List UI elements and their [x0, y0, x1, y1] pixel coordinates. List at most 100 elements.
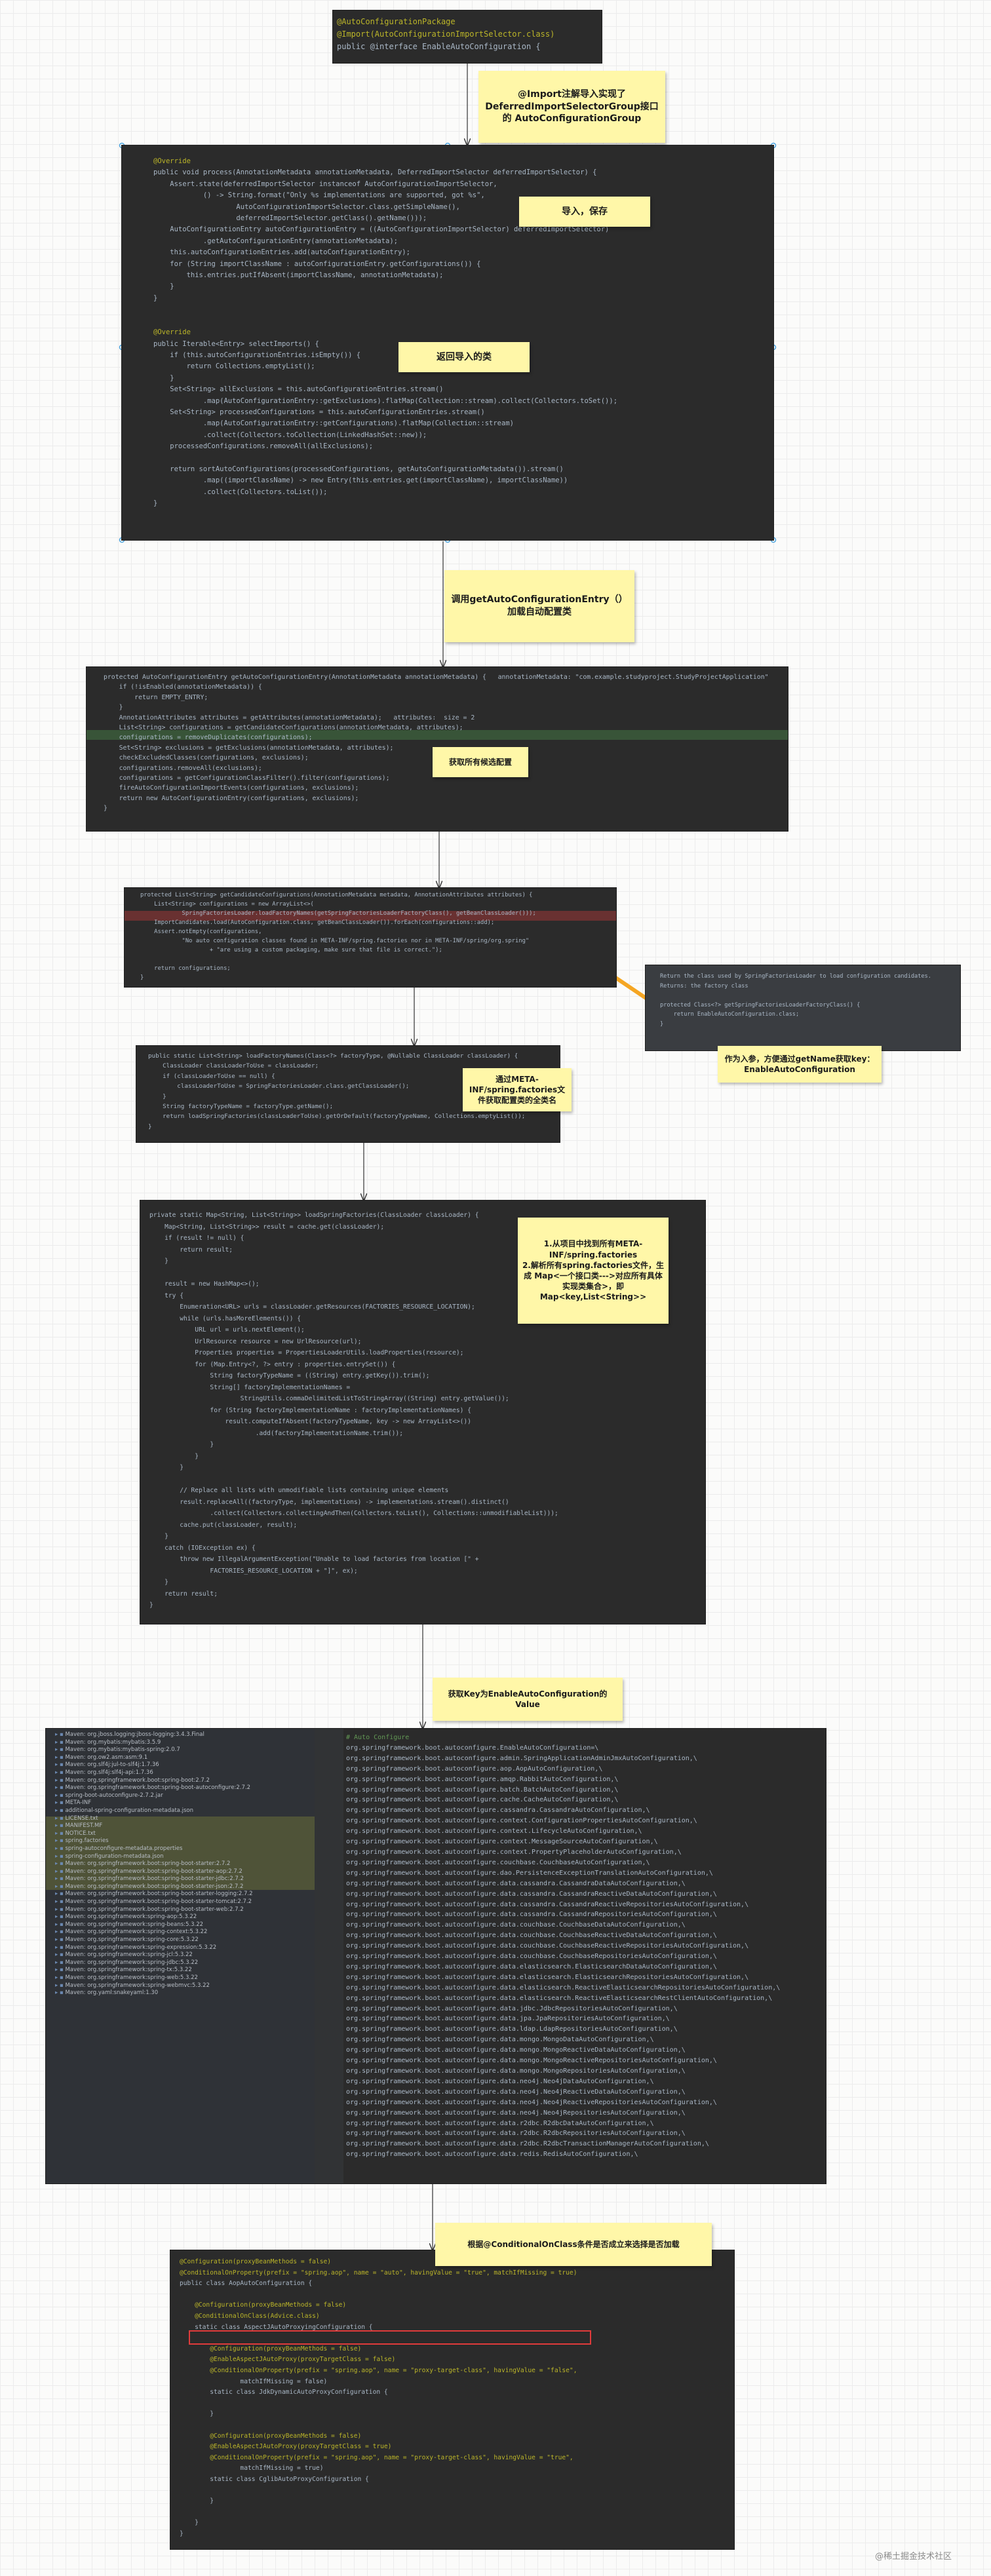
code-line: org.springframework.boot.autoconfigure.c…	[346, 1828, 642, 1836]
tree-row[interactable]: Maven: org.springframework.boot:spring-b…	[46, 1875, 315, 1883]
code-line: org.springframework.boot.autoconfigure.d…	[346, 1869, 713, 1877]
tree-row[interactable]: Maven: org.springframework.boot:spring-b…	[46, 1784, 315, 1792]
code-line: StringUtils.commaDelimitedListToStringAr…	[149, 1395, 509, 1402]
code-line: }	[660, 1020, 664, 1028]
code-line: @ConditionalOnProperty(prefix = "spring.…	[180, 2269, 577, 2277]
code-line: checkExcludedClasses(configurations, exc…	[104, 754, 309, 762]
code-line: Assert.state(deferredImportSelector inst…	[153, 180, 497, 188]
tree-row[interactable]: Maven: org.springframework.boot:spring-b…	[46, 1898, 315, 1906]
tree-row[interactable]: Maven: org.jboss.logging:jboss-logging:3…	[46, 1731, 315, 1739]
tree-row[interactable]: Maven: org.slf4j:jul-to-slf4j:1.7.36	[46, 1761, 315, 1769]
tree-row[interactable]: Maven: org.springframework:spring-expres…	[46, 1944, 315, 1952]
tree-row[interactable]: Maven: org.springframework.boot:spring-b…	[46, 1868, 315, 1876]
tree-row[interactable]: Maven: org.springframework:spring-jcl:5.…	[46, 1951, 315, 1959]
tree-row[interactable]: Maven: org.springframework:spring-jdbc:5…	[46, 1959, 315, 1967]
tree-row[interactable]: NOTICE.txt	[46, 1830, 315, 1838]
code-line: Enumeration<URL> urls = classLoader.getR…	[149, 1303, 475, 1311]
code-line	[180, 2420, 725, 2431]
code-line	[153, 316, 742, 327]
code-line: UrlResource resource = new UrlResource(u…	[149, 1337, 362, 1345]
code-line: org.springframework.boot.autoconfigure.a…	[346, 1754, 697, 1762]
code-line: }	[153, 294, 158, 302]
code-line: }	[153, 499, 158, 508]
code-line: "No auto configuration classes found in …	[140, 938, 530, 944]
tree-row[interactable]: Maven: org.springframework:spring-beans:…	[46, 1921, 315, 1929]
tree-row[interactable]: Maven: org.mybatis:mybatis-spring:2.0.7	[46, 1746, 315, 1754]
project-tree: Maven: org.jboss.logging:jboss-logging:3…	[46, 1729, 315, 2183]
code-line: .collect(Collectors.toCollection(LinkedH…	[153, 431, 427, 439]
tree-row[interactable]: Maven: org.springframework.boot:spring-b…	[46, 1777, 315, 1785]
conditional-highlight-box	[189, 2330, 591, 2345]
tree-row[interactable]: spring-boot-autoconfigure-2.7.2.jar	[46, 1792, 315, 1800]
code-line: .map(AutoConfigurationEntry::getConfigur…	[153, 419, 514, 428]
code-line: public static List<String> loadFactoryNa…	[148, 1052, 518, 1060]
tree-row[interactable]: META-INF	[46, 1799, 315, 1807]
note-get-class-names: 通过META-INF/spring.factories文件获取配置类的全类名	[463, 1068, 572, 1111]
code-line: org.springframework.boot.autoconfigure.d…	[346, 1932, 717, 1940]
code-line: Properties properties = PropertiesLoader…	[149, 1349, 464, 1356]
code-line: ImportCandidates.load(AutoConfiguration.…	[140, 919, 495, 926]
tree-row[interactable]: spring-autoconfigure-metadata.properties	[46, 1845, 315, 1853]
code-line: static class CglibAutoProxyConfiguration…	[180, 2475, 369, 2483]
code-line: # Auto Configure	[346, 1734, 410, 1741]
tree-row[interactable]: spring-configuration-metadata.json	[46, 1853, 315, 1861]
note-import-annotation: @Import注解导入实现了DeferredImportSelectorGrou…	[478, 71, 665, 143]
debug-highlight	[87, 730, 788, 740]
code-line: org.springframework.boot.autoconfigure.d…	[346, 2109, 686, 2117]
code-line: }	[149, 1533, 168, 1540]
tree-row[interactable]: Maven: org.springframework:spring-core:5…	[46, 1936, 315, 1944]
code-line: org.springframework.boot.autoconfigure.d…	[346, 1963, 717, 1970]
tree-row[interactable]: Maven: org.springframework:spring-webmvc…	[46, 1982, 315, 1990]
code-line: }	[104, 805, 107, 813]
tree-row[interactable]: Maven: org.springframework:spring-tx:5.3…	[46, 1967, 315, 1974]
tree-row[interactable]: Maven: org.yaml:snakeyaml:1.30	[46, 1990, 315, 1997]
code-line: }	[149, 1258, 168, 1265]
line-gutter	[315, 1729, 343, 2183]
code-line: Return the class used by SpringFactories…	[660, 973, 931, 980]
code-line: @AutoConfigurationPackage	[337, 17, 456, 26]
code-line: return sortAutoConfigurations(processedC…	[153, 465, 564, 473]
code-line: @EnableAspectJAutoProxy(proxyTargetClass…	[180, 2443, 392, 2451]
tree-row[interactable]: Maven: org.mybatis:mybatis:3.5.9	[46, 1739, 315, 1747]
code-line: org.springframework.boot.autoconfigure.c…	[346, 1848, 682, 1856]
code-line: Set<String> exclusions = getExclusions(a…	[104, 744, 394, 752]
code-line: org.springframework.boot.autoconfigure.d…	[346, 1942, 749, 1950]
code-line: org.springframework.boot.autoconfigure.d…	[346, 2119, 654, 2127]
code-line: Set<String> processedConfigurations = th…	[153, 408, 485, 416]
tree-row[interactable]: Maven: org.springframework:spring-contex…	[46, 1929, 315, 1936]
note-load-spring-factories: 1.从项目中找到所有META-INF/spring.factories 2.解析…	[518, 1218, 669, 1324]
code-line: org.springframework.boot.autoconfigure.a…	[346, 1775, 619, 1783]
tree-row[interactable]: Maven: org.springframework.boot:spring-b…	[46, 1906, 315, 1914]
code-line: org.springframework.boot.autoconfigure.d…	[346, 2151, 638, 2159]
code-line: org.springframework.boot.autoconfigure.d…	[346, 2077, 654, 2085]
tree-row[interactable]: spring.factories	[46, 1837, 315, 1845]
code-line: this.entries.putIfAbsent(importClassName…	[153, 271, 444, 280]
code-line: org.springframework.boot.autoconfigure.d…	[346, 2005, 678, 2012]
code-line	[180, 2290, 725, 2301]
tree-row[interactable]: Maven: org.springframework.boot:spring-b…	[46, 1860, 315, 1868]
tree-row[interactable]: LICENSE.txt	[46, 1815, 315, 1823]
code-line: @Configuration(proxyBeanMethods = false)	[180, 2301, 347, 2309]
code-line	[149, 1474, 696, 1486]
code-line: public class AopAutoConfiguration {	[180, 2280, 313, 2288]
code-line: @Configuration(proxyBeanMethods = false)	[180, 2258, 332, 2265]
tree-row[interactable]: Maven: org.springframework:spring-aop:5.…	[46, 1913, 315, 1921]
code-line: List<String> configurations = new ArrayL…	[140, 901, 314, 908]
tree-row[interactable]: Maven: org.springframework:spring-web:5.…	[46, 1974, 315, 1982]
code-block: protected List<String> getCandidateConfi…	[125, 888, 616, 985]
code-line: configurations = removeDuplicates(config…	[104, 734, 313, 742]
code-line: org.springframework.boot.autoconfigure.c…	[346, 1796, 619, 1804]
code-line: @Configuration(proxyBeanMethods = false)	[180, 2432, 362, 2440]
code-line: while (urls.hasMoreElements()) {	[149, 1315, 301, 1322]
code-line: matchIfMissing = false)	[180, 2377, 328, 2385]
code-line: return loadSpringFactories(classLoaderTo…	[148, 1113, 526, 1121]
tree-row[interactable]: Maven: org.ow2.asm:asm:9.1	[46, 1754, 315, 1762]
code-line: result = new HashMap<>();	[149, 1280, 260, 1288]
tree-row[interactable]: Maven: org.springframework.boot:spring-b…	[46, 1891, 315, 1898]
tree-row[interactable]: Maven: org.springframework.boot:spring-b…	[46, 1883, 315, 1891]
code-line: org.springframework.boot.autoconfigure.d…	[346, 2036, 654, 2044]
tree-row[interactable]: additional-spring-configuration-metadata…	[46, 1807, 315, 1815]
tree-row[interactable]: Maven: org.slf4j:slf4j-api:1.7.36	[46, 1769, 315, 1777]
tree-row[interactable]: MANIFEST.MF	[46, 1822, 315, 1830]
code-line: }	[180, 2497, 214, 2505]
